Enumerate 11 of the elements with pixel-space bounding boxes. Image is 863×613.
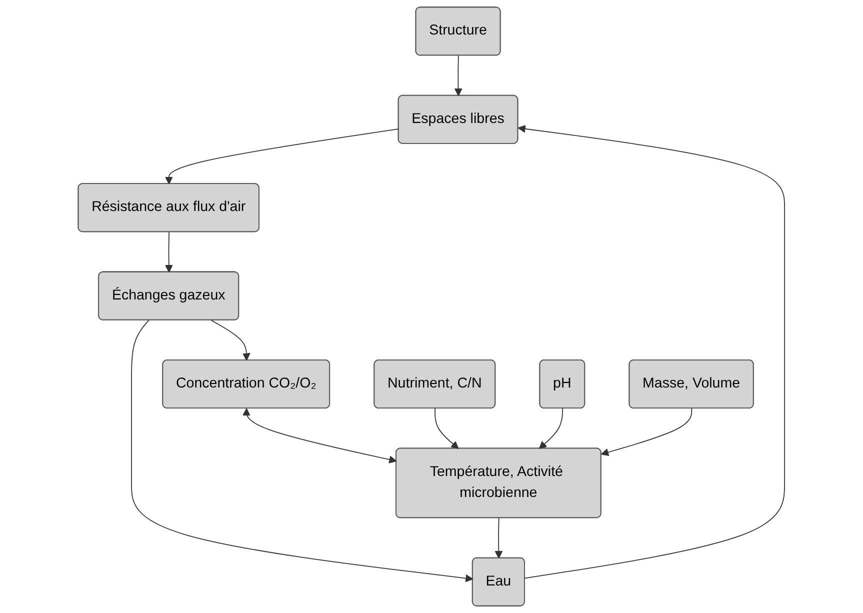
arrow xyxy=(454,55,462,96)
arrow xyxy=(434,408,459,449)
arrow xyxy=(494,518,503,559)
arrow xyxy=(131,320,474,582)
arrow xyxy=(165,128,400,184)
arrow xyxy=(601,408,692,456)
arrow xyxy=(518,124,786,579)
arrow xyxy=(211,320,250,361)
arrow xyxy=(242,408,397,464)
arrow xyxy=(539,408,564,449)
arrow xyxy=(165,232,173,273)
